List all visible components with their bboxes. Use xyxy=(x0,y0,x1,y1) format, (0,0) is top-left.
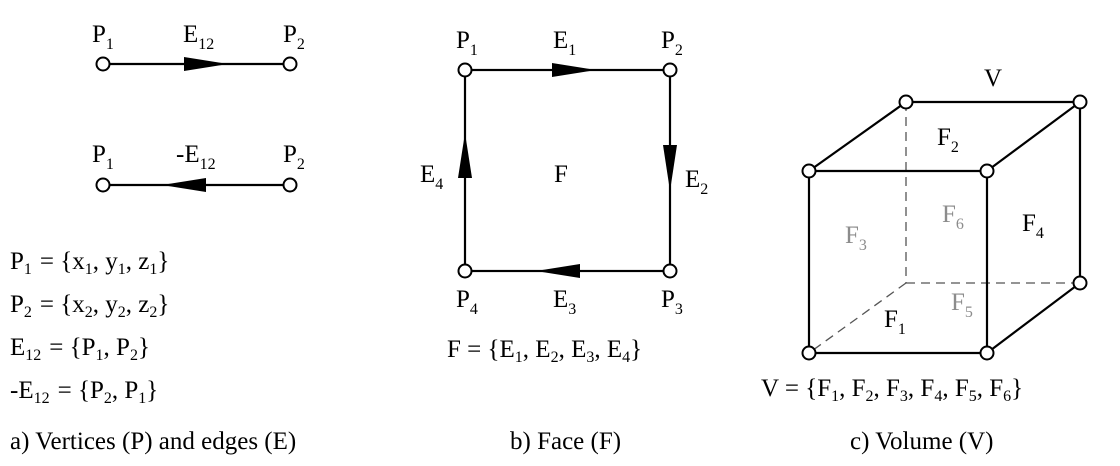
vertex-p1-marker xyxy=(95,56,111,72)
edge-label-e3: E3 xyxy=(553,286,576,318)
vertex-label-p2: P2 xyxy=(661,27,683,59)
cube-vertex-marker xyxy=(801,163,817,179)
definition-neg-e12: -E12= {P2, P1} xyxy=(10,377,158,407)
cube-vertex-marker xyxy=(979,163,995,179)
face-label-f5: F5 xyxy=(951,289,973,321)
cube-vertex-marker xyxy=(1072,94,1088,110)
vertex-p1-marker xyxy=(457,62,473,78)
cube-vertex-marker xyxy=(801,345,817,361)
edge-label-neg-e12: -E12 xyxy=(176,141,216,173)
definition-p2: P2= {x2, y2, z2} xyxy=(10,291,169,321)
vertex-label-p1: P1 xyxy=(92,21,114,53)
vertex-label-p1-reversed: P1 xyxy=(92,141,114,173)
vertex-label-p2: P2 xyxy=(283,21,305,53)
vertex-label-p1: P1 xyxy=(456,27,478,59)
face-label-f1: F1 xyxy=(884,306,906,338)
caption-panel-b: b) Face (F) xyxy=(510,428,621,455)
panel-a-vertices-and-edges: P1 E12 P2 P1 -E12 P2 P1= {x1, y1, z1} P2… xyxy=(10,21,305,455)
vertex-p2-marker xyxy=(282,56,298,72)
face-label-f4: F4 xyxy=(1022,210,1044,242)
face-label: F xyxy=(554,161,568,188)
edge-e1-arrow-icon xyxy=(552,63,596,77)
vertex-p4-marker xyxy=(457,263,473,279)
panel-b-face: P1 P2 P3 P4 E1 E2 E3 E4 F F = {E1, E2, E… xyxy=(420,27,708,455)
caption-panel-c: c) Volume (V) xyxy=(850,428,994,455)
edge-label-e2: E2 xyxy=(685,166,708,198)
volume-definition: V = {F1, F2, F3, F4, F5, F6} xyxy=(761,375,1023,405)
edge-e4-arrow-icon xyxy=(458,133,472,178)
edge-e3-arrow-icon xyxy=(536,264,580,278)
vertex-label-p2-reversed: P2 xyxy=(283,141,305,173)
cube-vertex-marker xyxy=(1072,275,1088,291)
vertex-p3-marker xyxy=(662,263,678,279)
edge-label-e1: E1 xyxy=(553,27,576,59)
top-face-edges xyxy=(808,100,1084,172)
cube-vertex-marker xyxy=(979,345,995,361)
vertex-p2-marker-reversed xyxy=(282,177,298,193)
vertex-label-p4: P4 xyxy=(456,286,478,318)
edge-label-e4: E4 xyxy=(420,161,443,193)
definition-e12: E12= {P1, P2} xyxy=(10,334,150,364)
face-label-f6: F6 xyxy=(942,201,964,233)
edge-label-e12: E12 xyxy=(183,21,214,53)
edge-e2-arrow-icon xyxy=(663,145,677,191)
vertex-p1-marker-reversed xyxy=(95,177,111,193)
definition-p1: P1= {x1, y1, z1} xyxy=(10,248,169,278)
face-label-f2: F2 xyxy=(937,124,959,156)
caption-panel-a: a) Vertices (P) and edges (E) xyxy=(10,428,296,455)
volume-label: V xyxy=(984,65,1002,92)
vertex-label-p3: P3 xyxy=(661,286,683,318)
cube-vertex-marker xyxy=(898,94,914,110)
panel-c-volume: V F2 F3 F6 F4 F1 F5 V = {F1, F2, F3, F4,… xyxy=(761,65,1088,455)
vertex-p2-marker xyxy=(662,62,678,78)
face-label-f3: F3 xyxy=(845,222,867,254)
face-definition: F = {E1, E2, E3, E4} xyxy=(447,336,642,366)
edge-neg-e12-arrow-icon xyxy=(162,178,206,192)
edge-e12-arrow-icon xyxy=(184,57,228,71)
hidden-edge-diagonal xyxy=(808,282,907,354)
